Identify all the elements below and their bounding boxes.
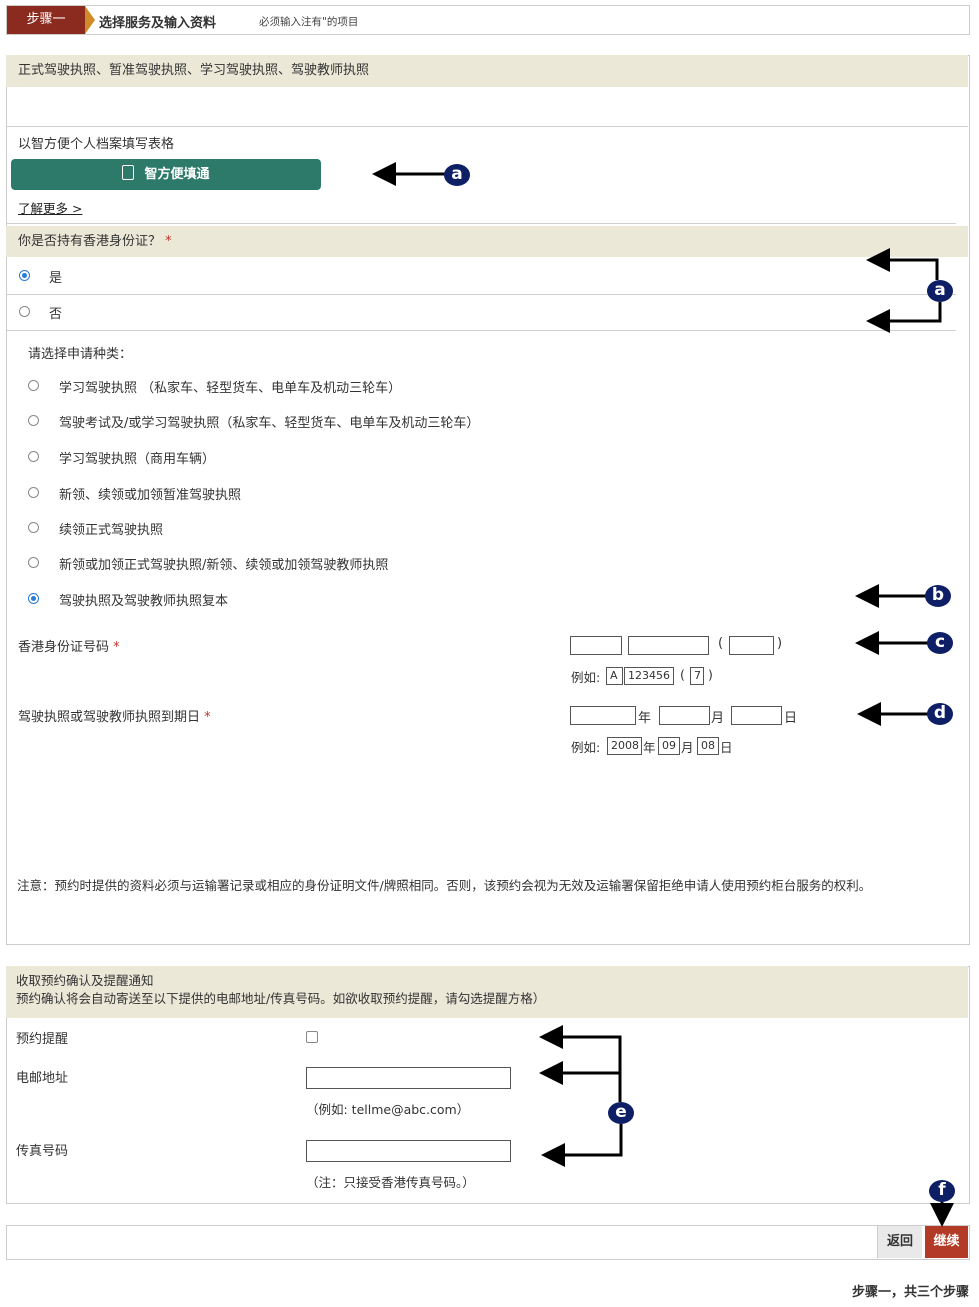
required-mark: * <box>165 234 172 249</box>
notify-header: 收取预约确认及提醒通知 预约确认将会自动寄送至以下提供的电邮地址/传真号码。如欲… <box>6 966 968 1018</box>
month-unit: 月 <box>711 711 725 726</box>
divider <box>6 223 956 224</box>
marker-a: a <box>444 164 470 186</box>
step-badge: 步骤一 <box>7 6 85 34</box>
hkid-example-number: 123456 <box>624 667 674 685</box>
step-note: 必须输入注有"的项目 <box>259 16 359 28</box>
hkid-number-input[interactable] <box>628 636 709 655</box>
marker-c: c <box>927 632 953 654</box>
marker-f: f <box>929 1180 955 1202</box>
hkid-number-label: 香港身份证号码 * <box>18 640 120 655</box>
fax-hint: （注：只接受香港传真号码。） <box>306 1175 475 1190</box>
expiry-example-year: 2008 <box>607 737 642 755</box>
application-label-6: 新领或加领正式驾驶执照/新领、续领或加领驾驶教师执照 <box>59 558 389 573</box>
marker-d: d <box>927 703 953 725</box>
paren-open: ( <box>680 667 685 682</box>
application-label-7: 驾驶执照及驾驶教师执照复本 <box>59 594 229 609</box>
iamsmart-button[interactable]: 智方便填通 <box>11 159 321 190</box>
step-bar: 步骤一 选择服务及输入资料 必须输入注有"的项目 <box>6 5 970 35</box>
service-panel <box>6 55 970 945</box>
action-bar <box>6 1225 970 1260</box>
hkid-example-check: 7 <box>690 667 704 685</box>
hkid-question: 你是否持有香港身份证？ * <box>6 226 968 257</box>
arrow-a-no <box>866 302 942 333</box>
marker-b: b <box>925 585 951 607</box>
divider <box>6 126 968 127</box>
paren-open: ( <box>718 636 724 651</box>
divider <box>6 330 956 331</box>
expiry-example-month: 09 <box>658 737 680 755</box>
divider <box>6 294 956 295</box>
marker-a: a <box>927 280 953 302</box>
back-button[interactable]: 返回 <box>877 1226 922 1258</box>
application-radio-5[interactable] <box>28 522 39 533</box>
hkid-yes-radio[interactable] <box>19 270 30 281</box>
paren-close: ) <box>777 636 783 651</box>
hkid-no-radio[interactable] <box>19 306 30 317</box>
continue-button[interactable]: 继续 <box>925 1226 968 1258</box>
hkid-example-label: 例如: <box>571 670 601 685</box>
application-label-3: 学习驾驶执照（商用车辆） <box>59 452 216 467</box>
expiry-date-label: 驾驶执照或驾驶教师执照到期日 * <box>18 710 211 725</box>
fax-input[interactable] <box>306 1140 511 1162</box>
expiry-example-day: 08 <box>697 737 719 755</box>
expiry-year-input[interactable] <box>570 706 636 725</box>
application-label-4: 新领、续领或加领暂准驾驶执照 <box>59 488 242 503</box>
arrow-e-reminder <box>539 1025 622 1102</box>
expiry-day-input[interactable] <box>731 706 782 725</box>
hkid-check-digit-input[interactable] <box>729 636 774 655</box>
disclaimer-note: 注意：预约时提供的资料必须与运输署记录或相应的身份证明文件/牌照相同。否则，该预… <box>17 878 872 893</box>
year-unit: 年 <box>643 740 656 755</box>
reminder-label: 预约提醒 <box>16 1032 69 1047</box>
application-radio-4[interactable] <box>28 487 39 498</box>
step-count: 步骤一，共三个步骤 <box>851 1285 969 1300</box>
arrow-a-yes <box>866 248 939 280</box>
application-radio-3[interactable] <box>28 451 39 462</box>
iamsmart-label: 智方便填通 <box>144 167 210 182</box>
hkid-no-label: 否 <box>49 307 63 322</box>
smart-prompt: 以智方便个人档案填写表格 <box>18 137 175 152</box>
fax-label: 传真号码 <box>16 1144 69 1159</box>
paren-close: ) <box>708 667 713 682</box>
reminder-checkbox[interactable] <box>306 1031 318 1043</box>
application-prompt: 请选择申请种类： <box>28 347 133 362</box>
hkid-prefix-input[interactable] <box>570 636 622 655</box>
service-header: 正式驾驶执照、暂准驾驶执照、学习驾驶执照、驾驶教师执照 <box>6 55 968 87</box>
step-title: 选择服务及输入资料 <box>99 16 217 31</box>
arrow-e-fax <box>541 1124 623 1167</box>
day-unit: 日 <box>720 740 733 755</box>
application-radio-6[interactable] <box>28 557 39 568</box>
month-unit: 月 <box>681 740 694 755</box>
application-radio-1[interactable] <box>28 380 39 391</box>
application-radio-2[interactable] <box>28 415 39 426</box>
learn-more-link[interactable]: 了解更多 > <box>18 201 83 216</box>
expiry-example-label: 例如: <box>571 740 601 755</box>
day-unit: 日 <box>784 711 798 726</box>
step-arrow-icon <box>85 6 95 34</box>
notify-desc: 预约确认将会自动寄送至以下提供的电邮地址/传真号码。如欲收取预约提醒，请勾选提醒… <box>16 991 546 1006</box>
marker-e: e <box>608 1102 634 1124</box>
application-label-5: 续领正式驾驶执照 <box>59 523 164 538</box>
email-hint: （例如: tellme@abc.com） <box>306 1102 470 1117</box>
year-unit: 年 <box>638 711 652 726</box>
hkid-example-prefix: A <box>606 667 623 685</box>
email-input[interactable] <box>306 1067 511 1089</box>
hkid-question-label: 你是否持有香港身份证？ <box>18 234 162 249</box>
expiry-month-input[interactable] <box>659 706 710 725</box>
notify-title: 收取预约确认及提醒通知 <box>16 973 154 988</box>
hkid-yes-label: 是 <box>49 271 63 286</box>
iamsmart-icon <box>122 165 135 180</box>
application-label-2: 驾驶考试及/或学习驾驶执照（私家车、轻型货车、电单车及机动三轮车） <box>59 416 480 431</box>
application-radio-7[interactable] <box>28 593 39 604</box>
application-label-1: 学习驾驶执照 （私家车、轻型货车、电单车及机动三轮车） <box>59 381 402 396</box>
email-label: 电邮地址 <box>16 1071 69 1086</box>
